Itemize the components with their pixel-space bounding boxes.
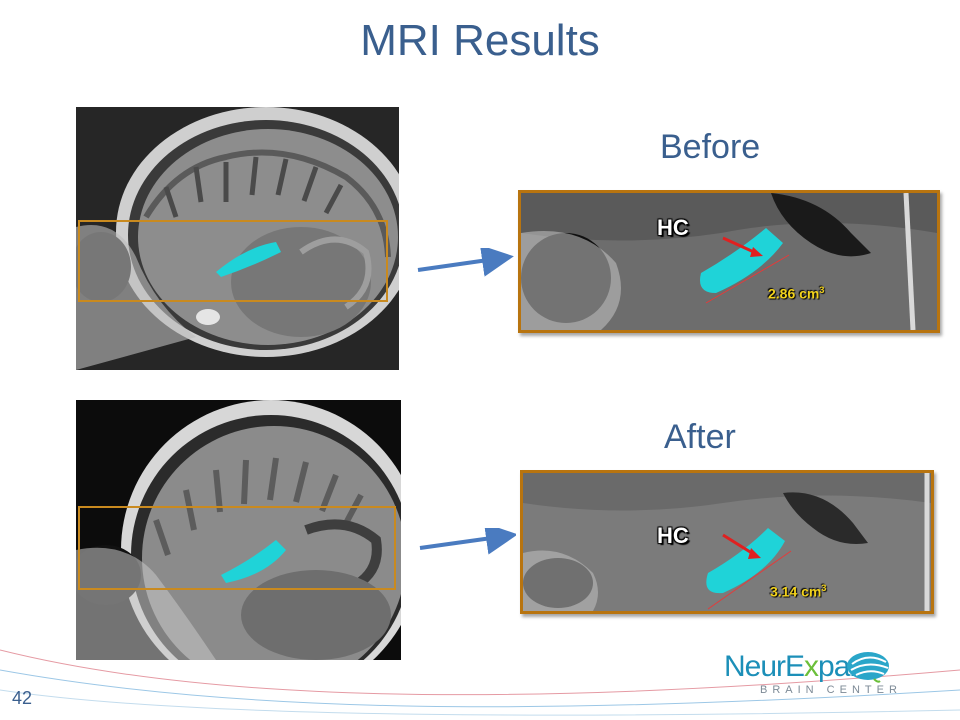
roi-box-after: [78, 506, 396, 590]
volume-value: 3.14 cm: [770, 583, 822, 600]
volume-unit-sup: 3: [819, 285, 825, 295]
logo-text-part1: NeurE: [724, 650, 805, 683]
volume-value: 2.86 cm: [768, 285, 820, 302]
hc-label-before: HC: [657, 215, 689, 240]
zoom-panel-before: HC 2.86 cm3: [518, 190, 940, 333]
mri-scan-after: [76, 400, 401, 660]
mri-scan-before: [76, 107, 399, 370]
logo-tagline: BRAIN CENTER: [760, 684, 902, 696]
roi-box-before: [78, 220, 388, 302]
arrow-right-icon: [417, 248, 514, 277]
brain-sagittal-after: [76, 400, 401, 660]
zoom-panel-after: HC 3.14 cm3: [520, 470, 934, 614]
logo-wordmark: NeurExpand: [724, 650, 882, 684]
logo-text-x: x: [804, 650, 819, 683]
before-label: Before: [660, 128, 761, 166]
hippocampus-zoom-after: [523, 473, 931, 611]
page-number: 42: [12, 688, 33, 708]
arrow-right-icon: [419, 528, 516, 555]
volume-unit-sup: 3: [821, 583, 827, 593]
volume-before: 2.86 cm3: [768, 285, 824, 302]
after-label: After: [664, 418, 736, 456]
hippocampus-zoom-before: [521, 193, 937, 330]
brain-sagittal-before: [76, 107, 399, 370]
volume-after: 3.14 cm3: [770, 583, 826, 600]
slide-title: MRI Results: [360, 16, 600, 65]
brain-logo-icon: [847, 652, 889, 683]
hc-label-after: HC: [657, 523, 689, 548]
decorative-swoosh: [0, 649, 960, 716]
